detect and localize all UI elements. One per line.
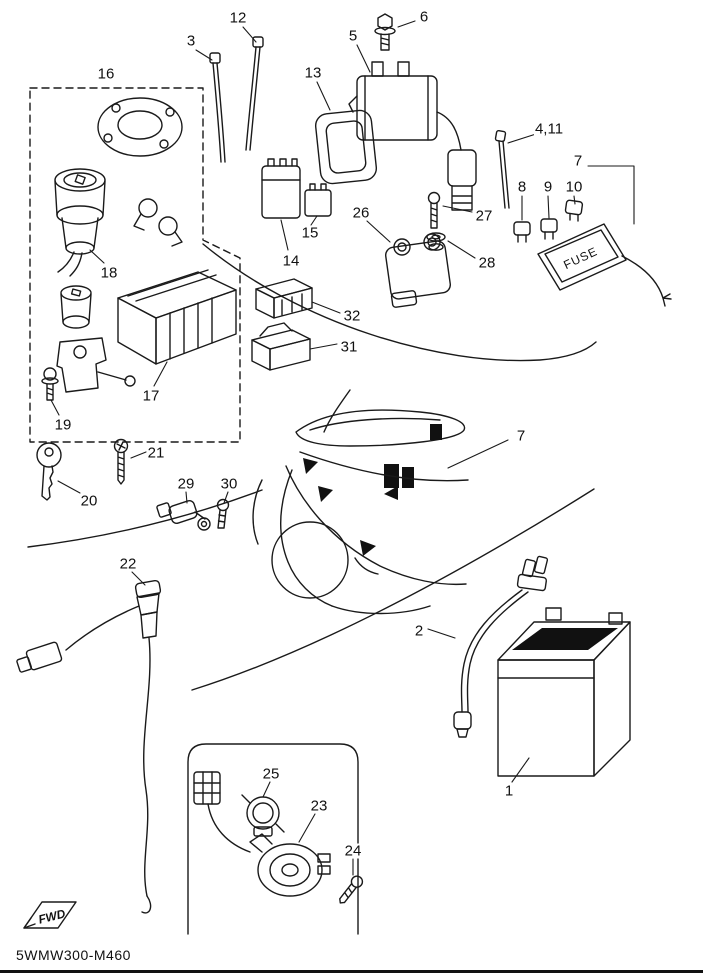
callout-29[interactable]: 29 [176, 475, 196, 493]
part-bolt-19 [41, 367, 59, 401]
part-fuse-9 [540, 218, 558, 240]
part-key-20 [36, 442, 62, 501]
callout-32[interactable]: 32 [342, 307, 362, 325]
dashed-boundary-16 [29, 87, 241, 443]
callout-20[interactable]: 20 [79, 492, 99, 510]
part-bolt-27 [427, 191, 441, 229]
callout-13[interactable]: 13 [303, 64, 323, 82]
callout-8[interactable]: 8 [516, 178, 528, 196]
part-screw-30 [216, 498, 230, 529]
part-fuse-8 [513, 221, 531, 243]
callout-14[interactable]: 14 [281, 252, 301, 270]
part-relay-assembly-15 [261, 158, 332, 219]
callout-4-11[interactable]: 4,11 [533, 120, 565, 138]
part-battery-1 [497, 607, 631, 777]
part-relay-13 [314, 109, 378, 185]
callout-28[interactable]: 28 [477, 254, 497, 272]
callout-9[interactable]: 9 [542, 178, 554, 196]
part-screw-21 [113, 438, 129, 485]
callout-12[interactable]: 12 [228, 9, 248, 27]
callout-3[interactable]: 3 [185, 32, 197, 50]
fwd-arrow-icon [23, 901, 77, 929]
callout-17[interactable]: 17 [141, 387, 161, 405]
fwd-label: FWD [37, 906, 67, 926]
callout-15[interactable]: 15 [300, 224, 320, 242]
part-relay-32 [255, 278, 313, 319]
bottom-rule [0, 970, 703, 973]
callout-7-harness[interactable]: 7 [515, 427, 527, 445]
part-lock-cylinder [60, 285, 92, 329]
callout-23[interactable]: 23 [309, 797, 329, 815]
callout-10[interactable]: 10 [564, 178, 584, 196]
leader-lines [50, 20, 635, 876]
part-screw-24 [339, 875, 364, 904]
part-brackets [133, 198, 183, 247]
part-horn-23 [249, 833, 331, 897]
bottom-group-boundary [187, 743, 359, 935]
callout-18[interactable]: 18 [99, 264, 119, 282]
part-sensor-29 [156, 500, 211, 531]
part-wire-2 [453, 555, 549, 738]
part-bolt-6 [374, 13, 396, 51]
part-band-3 [209, 52, 226, 163]
callout-7-fusebox[interactable]: 7 [572, 152, 584, 170]
callout-30[interactable]: 30 [219, 475, 239, 493]
part-fuse-10 [564, 199, 584, 222]
part-sensor-22 [16, 579, 162, 914]
callout-2[interactable]: 2 [413, 622, 425, 640]
part-lock-assembly [56, 337, 136, 393]
callout-6[interactable]: 6 [418, 8, 430, 26]
callout-27[interactable]: 27 [474, 207, 494, 225]
callout-31[interactable]: 31 [339, 338, 359, 356]
callout-22[interactable]: 22 [118, 555, 138, 573]
part-clamp-25 [241, 794, 285, 837]
callout-5[interactable]: 5 [347, 27, 359, 45]
part-band-4-11 [494, 129, 510, 209]
part-ignition-coil-5 [348, 61, 477, 211]
callout-16[interactable]: 16 [96, 65, 116, 83]
part-washer-28 [426, 232, 446, 251]
callout-25[interactable]: 25 [261, 765, 281, 783]
callout-24[interactable]: 24 [343, 842, 363, 860]
motorcycle-frame-sketch [252, 389, 469, 615]
part-ecu-17 [117, 269, 237, 365]
callout-19[interactable]: 19 [53, 416, 73, 434]
part-connector-25 [193, 771, 251, 853]
part-lock-cover [97, 97, 183, 157]
part-relay-31 [251, 322, 311, 371]
callout-21[interactable]: 21 [146, 444, 166, 462]
part-code: 5WMW300-M460 [16, 947, 131, 963]
callout-1[interactable]: 1 [503, 782, 515, 800]
part-fuse-box-7 [537, 223, 672, 307]
callout-26[interactable]: 26 [351, 204, 371, 222]
part-main-switch-18 [54, 168, 106, 277]
part-band-12 [245, 36, 264, 151]
section-divider-curves [27, 243, 597, 691]
